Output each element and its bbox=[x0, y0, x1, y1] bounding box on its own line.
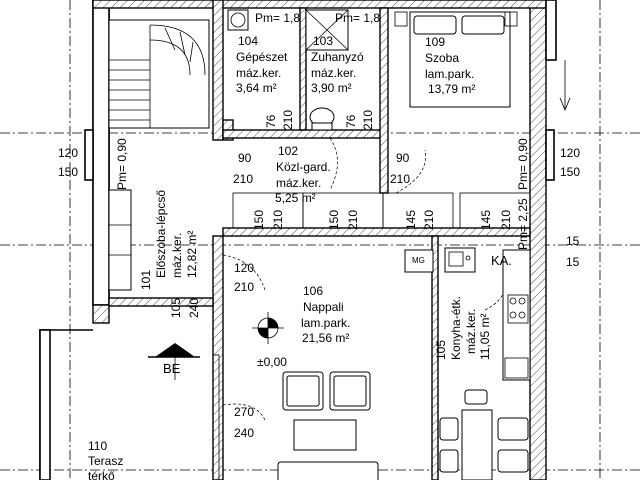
room-103-floor: máz.ker. bbox=[311, 66, 356, 80]
dim-120b: 120 bbox=[234, 261, 254, 275]
room-103-name: Zuhanyzó bbox=[311, 50, 364, 64]
room-104-floor: máz.ker. bbox=[236, 66, 281, 80]
room-105-area: 11,05 m² bbox=[478, 314, 492, 360]
room-103-area: 3,90 m² bbox=[311, 81, 352, 95]
pm-top-right: Pm= 1,8 bbox=[335, 11, 380, 25]
corridor-partitions bbox=[232, 192, 531, 229]
dim-240a: 240 bbox=[187, 298, 201, 318]
stair bbox=[108, 19, 210, 129]
room-110-number: 110 bbox=[88, 439, 107, 453]
room-110-floor: térkő bbox=[88, 469, 115, 480]
room-109-label: 109 Szoba lam.park. 13,79 m² bbox=[425, 35, 475, 96]
room-110-name: Terasz bbox=[88, 454, 123, 468]
dim-150b: 150 bbox=[327, 210, 341, 230]
room-104-label: 104 Gépészet máz.ker. 3,64 m² bbox=[236, 34, 288, 95]
dim-105: 105 bbox=[169, 298, 183, 318]
room-109-number: 109 bbox=[425, 35, 445, 49]
dim-210e: 210 bbox=[271, 210, 285, 230]
pm-left-wrap: Pm= 0,90 bbox=[115, 138, 129, 190]
dim-150a: 150 bbox=[252, 210, 266, 230]
room-101-floor: máz.ker. bbox=[170, 233, 184, 278]
room-102-area: 5,25 m² bbox=[275, 191, 316, 205]
room-106-name: Nappali bbox=[303, 300, 344, 314]
pm-kitchen: Pm= 2,25 bbox=[516, 198, 530, 250]
dim-270: 270 bbox=[234, 405, 254, 419]
dim-left-120: 120 bbox=[58, 146, 78, 160]
dim-145b: 145 bbox=[479, 210, 493, 230]
pm-left: Pm= 0,90 bbox=[115, 138, 129, 190]
ka-label: KA. bbox=[491, 253, 512, 268]
room-102-floor: máz.ker. bbox=[276, 176, 321, 190]
room-105-label: 105 Konyha-étk. máz.ker. 11,05 m² bbox=[434, 296, 492, 360]
dim-210i: 210 bbox=[234, 280, 254, 294]
room-105-number: 105 bbox=[434, 340, 448, 360]
dim-76b: 76 bbox=[344, 114, 358, 128]
pm-top-left: Pm= 1,8 bbox=[255, 11, 300, 25]
dim-right-15a: 15 bbox=[566, 234, 580, 248]
room-109-name: Szoba bbox=[425, 51, 459, 65]
dim-90b: 90 bbox=[396, 151, 410, 165]
exterior-walls bbox=[39, 0, 557, 480]
kitchen-fixtures bbox=[404, 247, 531, 480]
living-furniture bbox=[212, 354, 379, 480]
elevation-label: ±0,00 bbox=[257, 355, 287, 369]
room-106-floor: lam.park. bbox=[301, 316, 350, 330]
pm-right-wrap: Pm= 0,90 bbox=[516, 138, 530, 190]
room-102-name: Közl-gard. bbox=[276, 160, 331, 174]
room-101-number: 101 bbox=[139, 270, 153, 290]
room-103-number: 103 bbox=[313, 34, 333, 48]
mg-label: MG bbox=[412, 256, 425, 265]
room-102-number: 102 bbox=[278, 144, 298, 158]
pm-right: Pm= 0,90 bbox=[516, 138, 530, 190]
pm-kitchen-wrap: Pm= 2,25 bbox=[516, 198, 530, 250]
room-106-label: 106 Nappali lam.park. 21,56 m² bbox=[301, 284, 350, 345]
hall-wardrobe bbox=[108, 189, 132, 291]
room-109-floor: lam.park. bbox=[425, 67, 474, 81]
dim-210c: 210 bbox=[233, 172, 253, 186]
room-101-area: 12,82 m² bbox=[185, 231, 199, 278]
room-102-label: 102 Közl-gard. máz.ker. 5,25 m² bbox=[275, 144, 331, 205]
dim-210h: 210 bbox=[499, 210, 513, 230]
bathroom-fixtures bbox=[227, 9, 349, 131]
dim-right-120: 120 bbox=[560, 146, 580, 160]
room-104-name: Gépészet bbox=[236, 50, 288, 64]
room-101-name: Előszoba-lépcső bbox=[154, 190, 168, 278]
dim-210b: 210 bbox=[361, 110, 375, 130]
dim-210d: 210 bbox=[390, 172, 410, 186]
room-104-area: 3,64 m² bbox=[236, 81, 277, 95]
entrance-label: BE bbox=[163, 361, 181, 376]
dim-210g: 210 bbox=[422, 210, 436, 230]
room-104-number: 104 bbox=[238, 34, 258, 48]
room-105-name: Konyha-étk. bbox=[449, 296, 463, 360]
room-106-area: 21,56 m² bbox=[302, 331, 349, 345]
entrance-arrow-icon bbox=[148, 343, 200, 380]
dim-210f: 210 bbox=[346, 210, 360, 230]
elevation-marker bbox=[252, 312, 284, 344]
dim-210a: 210 bbox=[281, 110, 295, 130]
room-109-area: 13,79 m² bbox=[428, 82, 475, 96]
dim-90a: 90 bbox=[238, 151, 252, 165]
dim-right-150: 150 bbox=[560, 165, 580, 179]
bed bbox=[394, 11, 518, 108]
dim-76a: 76 bbox=[264, 114, 278, 128]
down-arrow-icon bbox=[559, 60, 571, 112]
room-101-label: 101 Előszoba-lépcső máz.ker. 12,82 m² bbox=[139, 190, 199, 290]
dim-left-150: 150 bbox=[58, 165, 78, 179]
dimension-labels: 76 210 76 210 90 210 90 210 150 210 150 … bbox=[58, 110, 580, 440]
dim-145a: 145 bbox=[404, 210, 418, 230]
room-106-number: 106 bbox=[303, 284, 323, 298]
room-110-label: 110 Terasz térkő bbox=[88, 439, 123, 480]
dim-right-15b: 15 bbox=[566, 255, 580, 269]
room-105-floor: máz.ker. bbox=[464, 309, 478, 354]
dim-240b: 240 bbox=[234, 426, 254, 440]
room-103-label: 103 Zuhanyzó máz.ker. 3,90 m² bbox=[311, 34, 364, 95]
